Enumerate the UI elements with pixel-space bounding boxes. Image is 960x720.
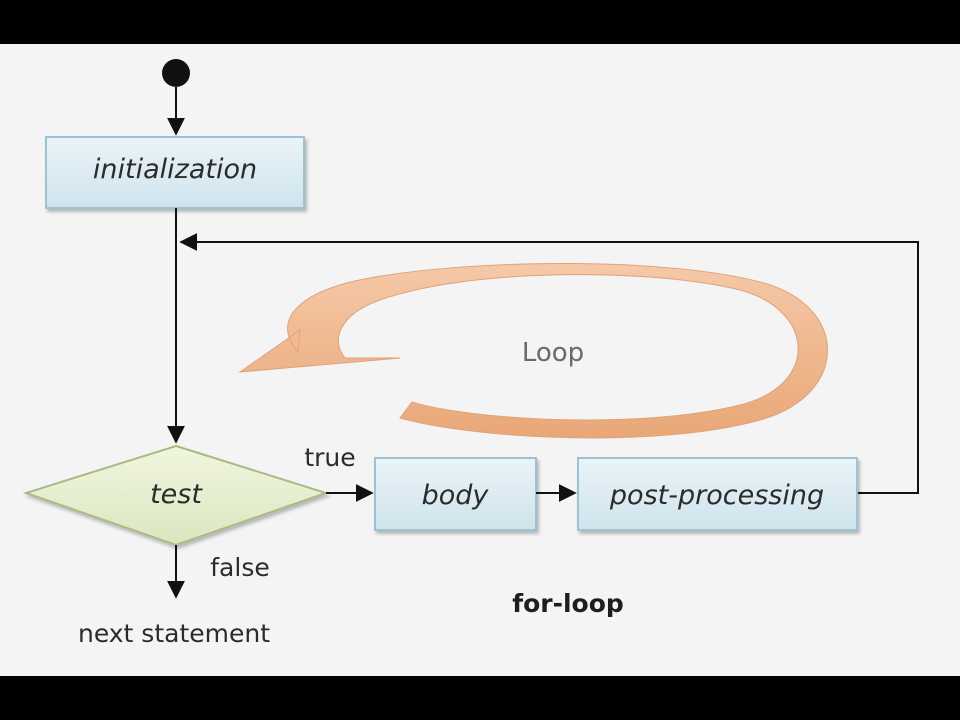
start-node [162,59,190,87]
next-statement-label: next statement [78,619,270,648]
post-processing-label: post-processing [609,480,824,511]
false-label: false [210,553,269,582]
loop-label: Loop [522,338,584,368]
body-node: body [374,457,537,531]
loop-cycle-arrow: Loop [238,263,828,439]
loop-back-arrow [179,233,919,494]
true-label: true [304,443,355,472]
test-decision-node: test [22,444,330,547]
diagram-caption: for-loop [512,589,624,618]
test-label: test [150,479,203,510]
post-processing-node: post-processing [577,457,858,531]
initialization-label: initialization [93,154,257,185]
body-label: body [422,480,490,511]
initialization-node: initialization [45,136,305,209]
